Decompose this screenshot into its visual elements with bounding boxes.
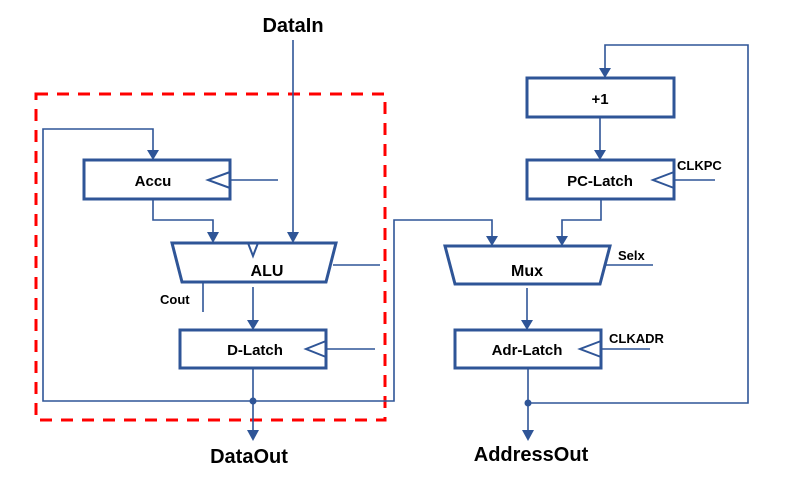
incrementer-label: +1 <box>591 91 608 108</box>
incrementer-block <box>525 76 676 119</box>
pc-latch-clock-icon <box>650 171 675 189</box>
mux-label: Mux <box>511 263 543 280</box>
selx-label: Selx <box>618 248 646 263</box>
adr-latch-clock-icon <box>577 340 602 358</box>
datain-label: DataIn <box>262 15 323 37</box>
pc-feedback-wire <box>528 44 749 404</box>
mux-in-b-arrow-icon <box>556 236 568 246</box>
mux-in-a-arrow-icon <box>486 236 498 246</box>
cout-label: Cout <box>160 292 190 307</box>
accu-label: Accu <box>135 173 172 190</box>
highlight-boundary <box>34 92 387 422</box>
accu-block <box>82 158 232 201</box>
addressout-label: AddressOut <box>474 444 589 466</box>
adr-in-arrow-icon <box>521 320 533 330</box>
pc-latch-label: PC-Latch <box>567 173 633 190</box>
pc-mux-wire <box>561 199 602 237</box>
alu-block <box>170 241 338 284</box>
adr-latch-block <box>453 328 603 370</box>
inc-in-arrow-icon <box>599 68 611 78</box>
d-latch-label: D-Latch <box>227 342 283 359</box>
mux-block <box>443 244 612 286</box>
clkpc-label: CLKPC <box>677 158 722 173</box>
addressout-arrow-icon <box>522 430 534 441</box>
datain-arrow-icon <box>287 232 299 243</box>
adr-latch-label: Adr-Latch <box>492 342 563 359</box>
clkadr-label: CLKADR <box>609 331 664 346</box>
addressout-junction-dot <box>524 399 532 407</box>
accu-in-arrow-icon <box>147 150 159 160</box>
dataout-arrow-icon <box>247 430 259 441</box>
data-to-mux-wire <box>253 219 493 402</box>
dlatch-in-arrow-icon <box>247 320 259 330</box>
alu-control-icon <box>247 242 259 259</box>
pc-in-arrow-icon <box>594 150 606 160</box>
d-latch-clock-icon <box>303 340 327 358</box>
accu-feedback-wire <box>42 128 253 402</box>
alu-in-arrow-icon <box>207 232 219 243</box>
accu-clock-icon <box>205 171 231 189</box>
alu-label: ALU <box>251 263 284 280</box>
accu-alu-wire <box>152 199 214 233</box>
dataout-label: DataOut <box>210 446 288 468</box>
